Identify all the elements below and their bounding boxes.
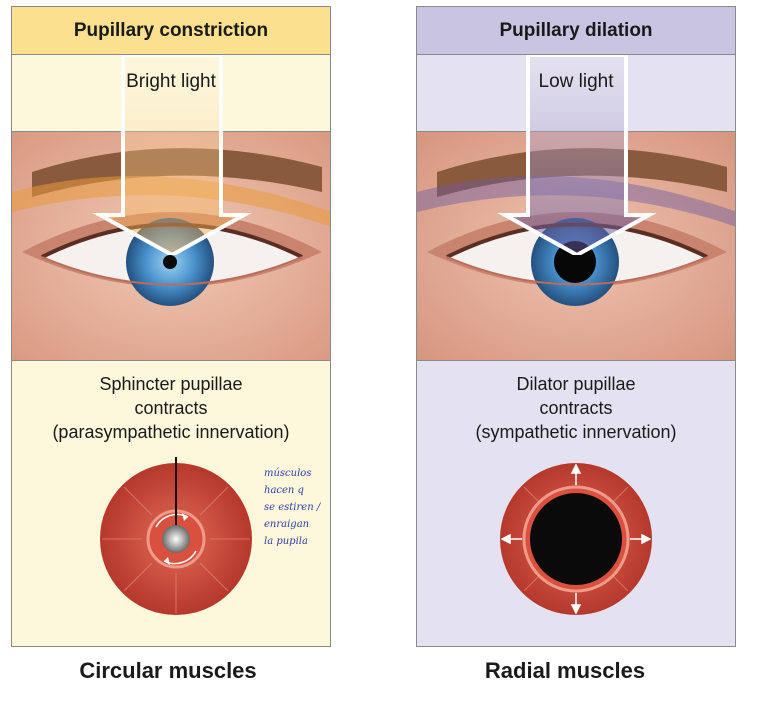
pupil-constricted: [162, 525, 190, 553]
muscle-description: Sphincter pupillae contracts (parasympat…: [52, 374, 290, 442]
dilation-panel: Pupillary dilation Low light: [416, 6, 736, 647]
panel-title: Pupillary dilation: [417, 7, 735, 55]
handwritten-note: músculos hacen q se estiren / enraigan l…: [264, 468, 321, 547]
circular-muscles-caption: Circular muscles: [79, 658, 257, 683]
muscle-description: Dilator pupillae contracts (sympathetic …: [475, 374, 677, 442]
light-arrow: [497, 55, 657, 255]
light-label: Low light: [538, 71, 614, 92]
constriction-panel: Pupillary constriction Bright light: [11, 6, 331, 647]
panel-title: Pupillary constriction: [12, 7, 330, 55]
radial-muscle-diagram: [500, 463, 652, 615]
circular-muscle-diagram: [100, 457, 252, 615]
light-label: Bright light: [126, 71, 216, 92]
pupil-small: [163, 255, 177, 269]
light-arrow: [92, 55, 252, 255]
pupil-dilated: [530, 493, 622, 585]
radial-muscles-caption: Radial muscles: [484, 658, 646, 683]
